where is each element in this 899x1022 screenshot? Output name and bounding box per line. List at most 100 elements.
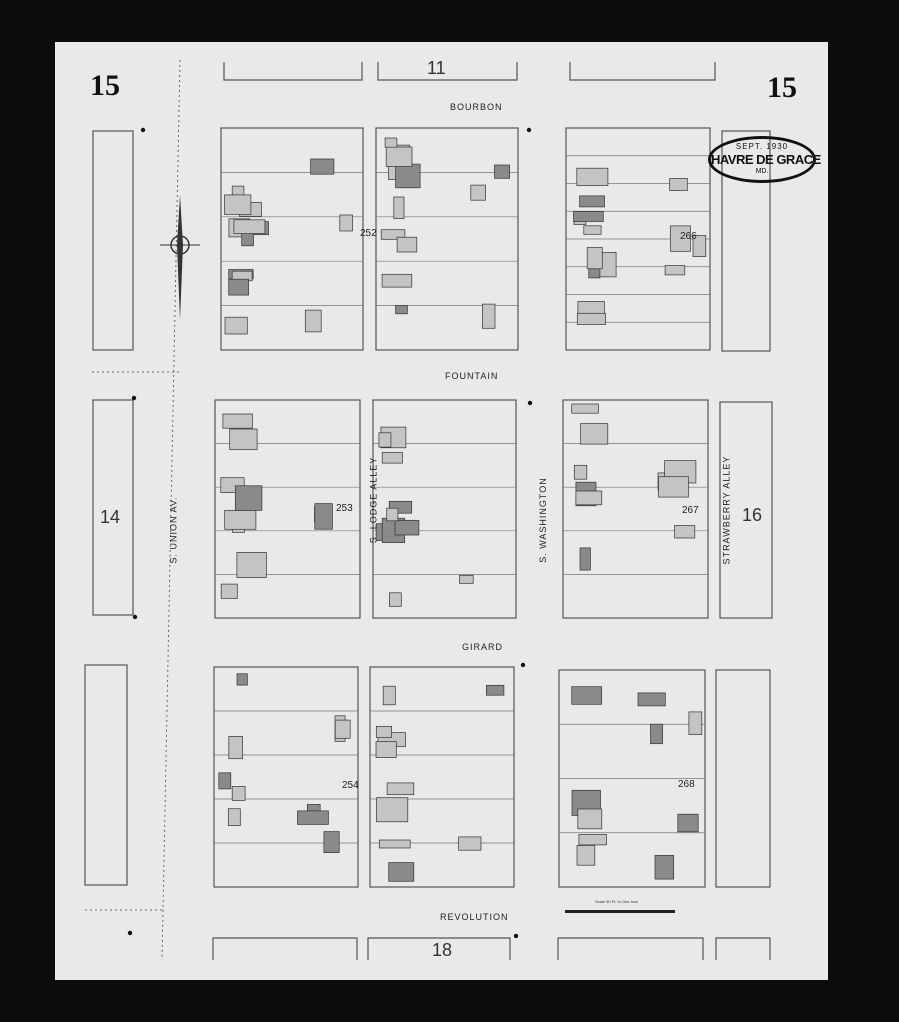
street-label-strawberry-alley: STRAWBERRY ALLEY	[721, 455, 732, 565]
building	[334, 719, 351, 739]
city-block	[719, 401, 773, 619]
city-block	[375, 127, 519, 351]
city-block	[213, 666, 359, 888]
building	[378, 432, 392, 448]
building	[482, 303, 496, 329]
building	[375, 726, 392, 738]
building	[576, 312, 606, 325]
building	[571, 686, 603, 705]
building	[378, 839, 411, 849]
stamp-state: MD.	[755, 168, 769, 175]
building	[376, 797, 409, 823]
building	[380, 229, 406, 240]
sheet-number-right: 15	[767, 71, 797, 104]
city-block	[369, 666, 515, 888]
building	[576, 845, 596, 866]
block-number: 252	[360, 228, 377, 239]
building	[227, 808, 241, 826]
building	[381, 273, 413, 288]
partial-block-bottom	[715, 937, 771, 960]
partial-block-bottom	[212, 937, 358, 960]
building	[388, 862, 415, 882]
city-block	[92, 130, 134, 351]
stamp-date: SEPT. 1930	[735, 142, 789, 151]
building	[382, 685, 396, 706]
building	[692, 235, 707, 257]
building	[577, 808, 603, 830]
street-label-union: S. UNION AV.	[168, 496, 179, 564]
partial-block-top	[377, 62, 518, 81]
building	[396, 236, 418, 253]
street-label-girard: GIRARD	[462, 642, 504, 652]
building	[664, 265, 686, 276]
building	[228, 736, 243, 760]
hydrant-dot	[132, 614, 138, 620]
building	[486, 684, 505, 696]
building	[384, 137, 398, 148]
building	[575, 490, 603, 506]
city-block	[220, 127, 364, 351]
north-arrow-needle	[177, 195, 183, 320]
building	[224, 509, 257, 530]
title-stamp: SEPT. 1930 HAVRE DE GRACE MD.	[708, 136, 821, 183]
building	[669, 178, 688, 191]
building	[494, 164, 510, 179]
city-block	[84, 664, 128, 886]
building	[229, 428, 258, 451]
building	[650, 723, 663, 745]
building	[388, 500, 413, 514]
block-number: 266	[680, 231, 697, 242]
building	[579, 547, 591, 571]
block-number: 253	[336, 503, 353, 514]
building	[579, 195, 605, 208]
building	[339, 214, 353, 232]
sheet-number-left: 15	[90, 69, 120, 102]
building	[220, 583, 238, 599]
building	[233, 219, 266, 234]
building	[394, 519, 420, 536]
building	[677, 813, 699, 833]
scale-label: Scale 50 Ft. to One Inch	[595, 899, 639, 904]
hydrant-dot	[131, 395, 137, 401]
building	[386, 507, 399, 522]
scale-bar	[565, 910, 675, 913]
block-number: 267	[682, 505, 699, 516]
adjacent-sheet-top: 11	[427, 58, 446, 78]
building	[576, 167, 609, 186]
building	[389, 592, 402, 607]
partial-block-bottom	[367, 937, 511, 960]
building	[578, 834, 607, 846]
city-block	[721, 130, 771, 352]
partial-block-top	[569, 62, 716, 81]
building	[688, 711, 703, 735]
building	[222, 413, 253, 429]
building	[381, 451, 403, 464]
building	[583, 225, 602, 235]
building	[395, 163, 421, 189]
map-sheet	[55, 42, 828, 980]
hydrant-dot	[526, 127, 532, 133]
building	[580, 423, 609, 445]
hydrant-dot	[520, 662, 526, 668]
building	[669, 225, 691, 252]
dashed-line	[161, 59, 181, 961]
building	[231, 786, 246, 801]
adjacent-sheet-bottom: 18	[432, 940, 453, 960]
building	[323, 831, 340, 853]
block-number: 268	[678, 779, 695, 790]
hydrant-dot	[513, 933, 519, 939]
city-block	[92, 399, 134, 616]
building	[573, 211, 604, 222]
building	[571, 403, 599, 414]
building	[236, 673, 248, 686]
building	[637, 692, 666, 707]
street-label-lodge-alley: S. LODGE ALLEY	[368, 456, 379, 544]
building	[228, 278, 249, 296]
street-label-fountain: FOUNTAIN	[445, 371, 499, 381]
building	[393, 196, 405, 219]
partial-block-bottom	[557, 937, 704, 960]
building	[674, 525, 696, 539]
hydrant-dot	[527, 400, 533, 406]
building	[310, 158, 335, 175]
block-number: 254	[342, 780, 359, 791]
